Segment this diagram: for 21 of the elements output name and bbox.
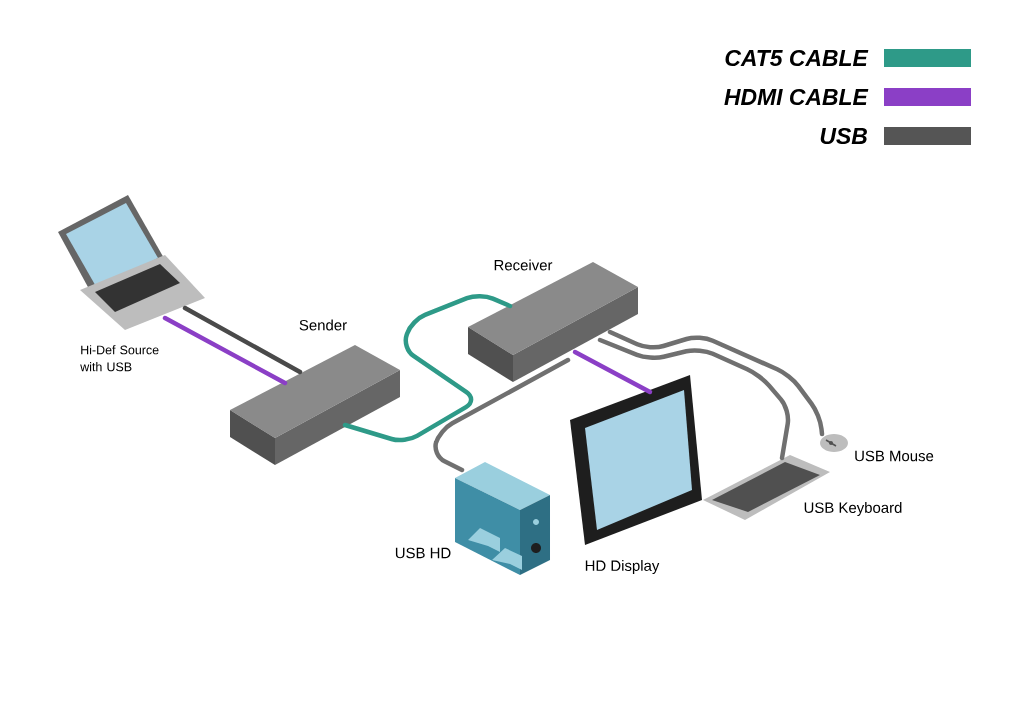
- device-label: USB Mouse: [855, 450, 934, 462]
- cable-line: [597, 337, 791, 461]
- legend-label: CAT5 CABLE: [725, 49, 869, 67]
- device-label: Hi-Def Source with USB: [80, 345, 159, 372]
- device-label: Receiver: [494, 259, 553, 271]
- cable-line: [162, 315, 288, 386]
- laptop-drawing: [58, 195, 205, 330]
- hard-drive-drawing: [455, 462, 550, 575]
- cable-line: [182, 305, 303, 375]
- legend-label: HDMI CABLE: [724, 88, 869, 106]
- device-label: Sender: [299, 319, 347, 331]
- legend-label: USB: [820, 127, 867, 145]
- device-label: USB Keyboard: [804, 502, 902, 516]
- cable-line: [572, 349, 653, 395]
- mouse-drawing: [820, 434, 848, 452]
- display-drawing: [570, 375, 702, 545]
- device-label: USB HD: [395, 547, 451, 559]
- sender-drawing: [230, 345, 400, 465]
- cable-line: [433, 357, 571, 473]
- device-label: HD Display: [585, 560, 660, 574]
- cable-line: [607, 329, 825, 437]
